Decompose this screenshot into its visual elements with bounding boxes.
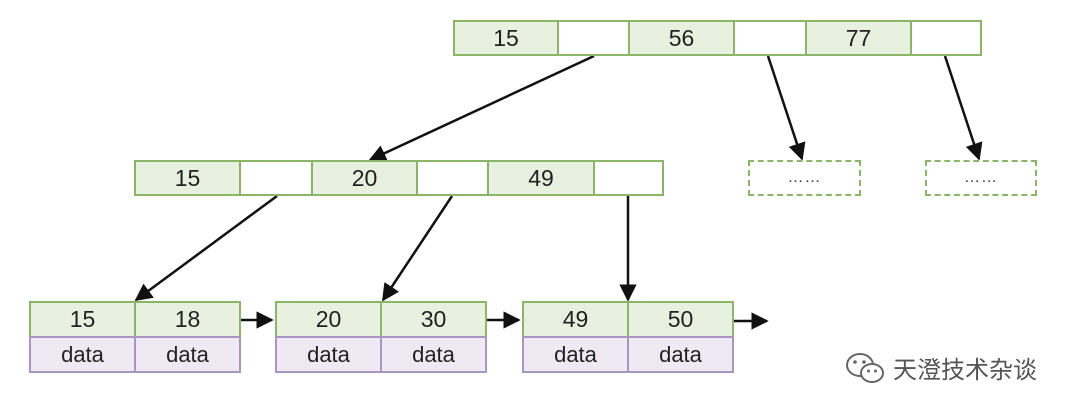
leaf-3-key-1: 49 [522,301,629,338]
leaf-1-data-1: data [29,336,136,373]
leaf-3-key-2: 50 [627,301,734,338]
leaf-2-key-1: 20 [275,301,382,338]
internal-key-1: 15 [134,160,241,196]
leaf-3-data-1: data [522,336,629,373]
internal-pointer-2 [416,160,489,196]
wechat-icon [846,352,884,383]
internal-key-2: 20 [311,160,418,196]
internal-pointer-3 [593,160,664,196]
internal-key-3: 49 [487,160,595,196]
leaf-2-key-2: 30 [380,301,487,338]
arrow-internal-to-leaf-2 [381,195,454,302]
collapsed-node-2: …… [925,160,1037,196]
watermark-text: 天澄技术杂谈 [893,356,1037,384]
leaf-1-key-2: 18 [134,301,241,338]
leaf-1-key-1: 15 [29,301,136,338]
arrow-internal-to-leaf-1 [134,194,278,302]
root-pointer-3 [910,20,982,56]
leaf-3-data-2: data [627,336,734,373]
arrow-root-to-internal [368,54,595,162]
leaf-1-data-2: data [134,336,241,373]
root-pointer-2 [733,20,807,56]
arrow-root-to-collapsed-1 [766,55,806,161]
root-pointer-1 [557,20,630,56]
collapsed-node-1: …… [748,160,861,196]
arrow-root-to-collapsed-2 [943,55,983,161]
leaf-2-data-1: data [275,336,382,373]
leaf-2-data-2: data [380,336,487,373]
watermark: 天澄技术杂谈 [845,350,1037,385]
root-key-2: 56 [628,20,735,56]
root-key-3: 77 [805,20,912,56]
internal-pointer-1 [239,160,313,196]
root-key-1: 15 [453,20,559,56]
